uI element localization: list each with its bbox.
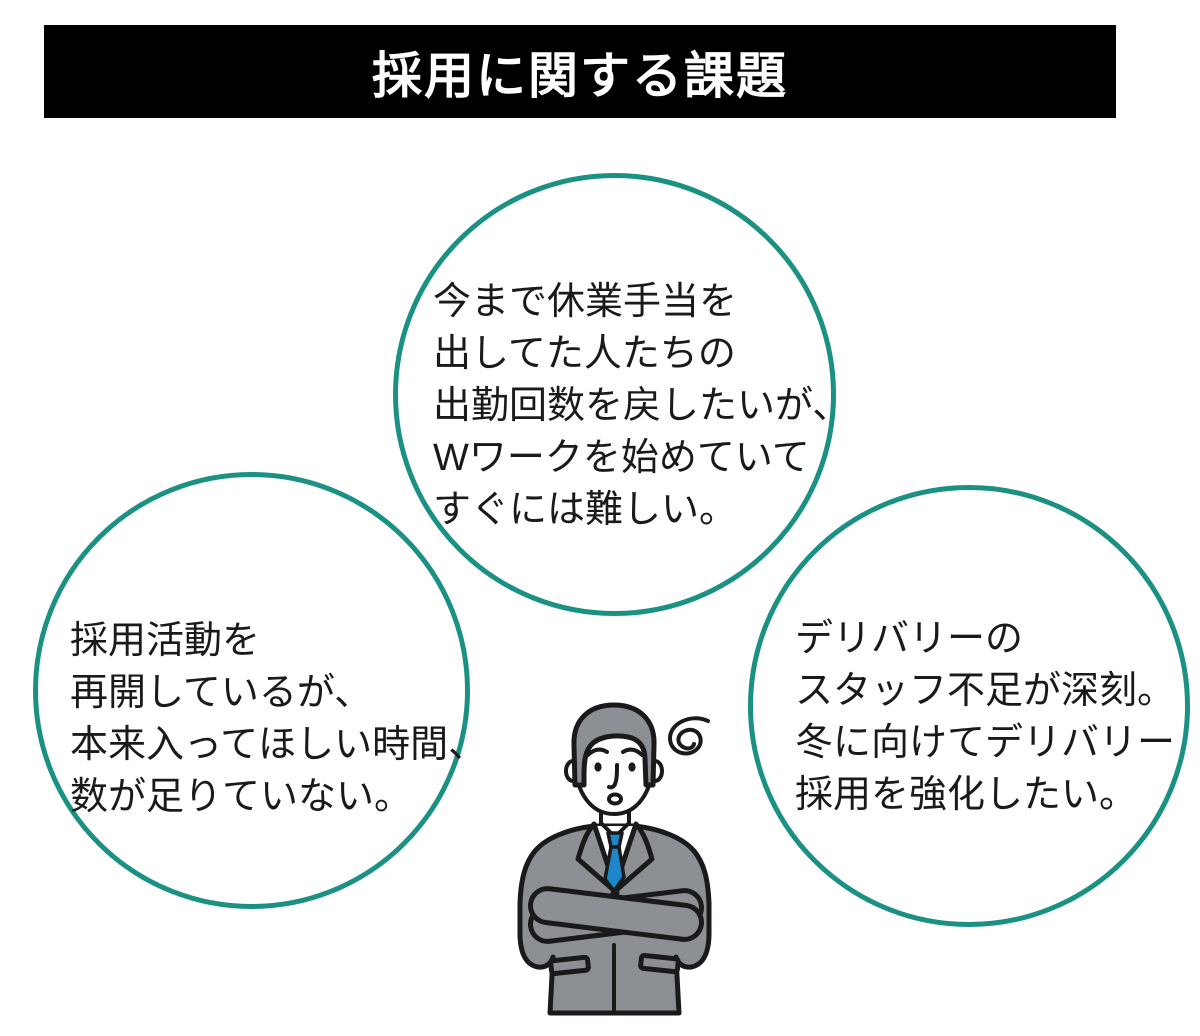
right-eyebrow <box>621 747 644 757</box>
issue-bubble-left: 採用活動を 再開しているが、 本来入ってほしい時間、 数が足りていない。 <box>33 472 486 909</box>
bubble-line: 数が足りていない。 <box>70 776 413 818</box>
bubble-line: 本来入ってほしい時間、 <box>70 724 487 766</box>
bubble-line: 再開しているが、 <box>70 672 373 714</box>
page-title: 採用に関する課題 <box>372 47 788 104</box>
mouth <box>607 792 623 806</box>
issue-bubble-top-text: 今まで休業手当を 出してた人たちの 出勤回数を戻したいが、 Wワークを始めていて… <box>433 276 850 536</box>
bubble-line: Wワークを始めていて <box>433 437 810 479</box>
hair <box>571 702 657 788</box>
left-pocket-flap <box>548 954 591 977</box>
title-banner: 採用に関する課題 <box>44 25 1116 118</box>
crossed-arm-front <box>528 886 704 942</box>
worried-businessman-illustration <box>517 702 712 1016</box>
issue-bubble-left-text: 採用活動を 再開しているが、 本来入ってほしい時間、 数が足りていない。 <box>70 615 486 823</box>
nose <box>607 763 619 790</box>
issue-bubble-top: 今まで休業手当を 出してた人たちの 出勤回数を戻したいが、 Wワークを始めていて… <box>393 173 850 616</box>
bubble-line: 冬に向けてデリバリー <box>795 722 1176 764</box>
bubble-line: 出勤回数を戻したいが、 <box>433 385 851 427</box>
frustration-squiggle-icon <box>668 716 710 756</box>
left-eye <box>594 762 602 772</box>
right-eye <box>628 762 636 772</box>
left-eyebrow <box>586 747 609 757</box>
bubble-line: デリバリーの <box>795 618 1024 660</box>
right-pocket-flap <box>638 952 681 975</box>
bubble-line: 採用を強化したい。 <box>795 774 1138 816</box>
necktie-knot <box>606 831 624 849</box>
bubble-line: スタッフ不足が深刻。 <box>795 670 1176 712</box>
bubble-line: 採用活動を <box>70 620 261 662</box>
bubble-line: 出してた人たちの <box>433 333 736 375</box>
necktie-blade <box>603 845 626 893</box>
bubble-line: すぐには難しい。 <box>433 489 738 531</box>
issue-bubble-right: デリバリーの スタッフ不足が深刻。 冬に向けてデリバリー 採用を強化したい。 <box>748 485 1190 927</box>
bubble-line: 今まで休業手当を <box>433 281 738 323</box>
issue-bubble-right-text: デリバリーの スタッフ不足が深刻。 冬に向けてデリバリー 採用を強化したい。 <box>795 613 1175 821</box>
